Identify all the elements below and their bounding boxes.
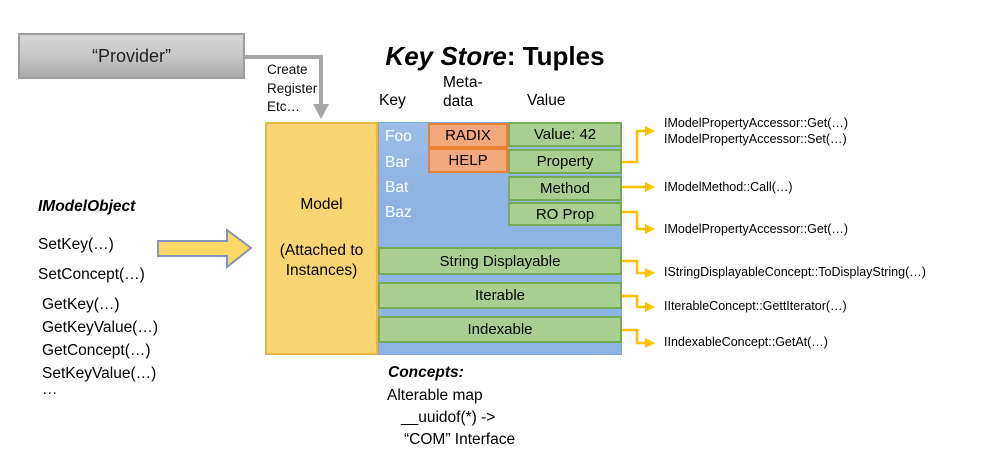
model-box: Model (Attached to Instances): [265, 122, 378, 355]
method-getkey: GetKey(…): [42, 296, 120, 313]
method-setconcept: SetConcept(…): [38, 266, 145, 283]
connector-line: Register: [267, 80, 318, 96]
concepts-note-line: Alterable map: [387, 387, 483, 404]
concepts-heading: Concepts:: [388, 364, 464, 381]
connector-line: Etc…: [267, 99, 301, 114]
concept-bar-string-displayable: String Displayable: [378, 247, 622, 275]
method-getconcept: GetConcept(…): [42, 342, 151, 359]
metadata-cell-help: HELP: [428, 148, 508, 173]
page-title: Key Store: Tuples: [330, 41, 660, 72]
arrow-property-to-accessors: [622, 126, 655, 164]
model-label: Model: [300, 196, 343, 213]
imodelobject-heading: IModelObject: [38, 198, 136, 215]
annotation-roprop-get: IModelPropertyAccessor::Get(…): [664, 222, 849, 236]
annotation-indexable: IIndexableConcept::GetAt(…): [664, 335, 828, 349]
key-cell-bat: Bat: [385, 179, 409, 196]
concepts-note-line: __uuidof(*) ->: [401, 409, 496, 426]
annotation-iterable: IIterableConcept::GettIterator(…): [664, 299, 847, 313]
value-cell-roprop: RO Prop: [508, 202, 622, 226]
annotation-property-accessors: IModelPropertyAccessor::Get(…) IModelPro…: [664, 116, 848, 147]
title-tuples: : Tuples: [506, 41, 605, 71]
create-register-label: Create Register Etc…: [267, 61, 317, 117]
provider-box: “Provider”: [18, 33, 245, 79]
column-header-key: Key: [379, 92, 406, 109]
column-header-value: Value: [527, 92, 566, 109]
imodelobject-to-model-arrow: [157, 228, 253, 270]
title-keystore: Key Store: [385, 41, 507, 71]
annotation-property-get: IModelPropertyAccessor::Get(…): [664, 116, 849, 130]
model-attached-line1: (Attached to: [279, 242, 364, 259]
column-header-metadata: Meta- data: [443, 73, 483, 111]
key-cell-foo: Foo: [385, 128, 412, 145]
method-setkeyvalue: SetKeyValue(…): [42, 365, 157, 382]
provider-label: “Provider”: [91, 45, 171, 66]
concept-bar-iterable: Iterable: [378, 282, 622, 309]
key-cell-bar: Bar: [385, 154, 410, 171]
arrow-indexable: [622, 328, 655, 348]
annotation-method-call: IModelMethod::Call(…): [664, 180, 793, 194]
metadata-cell-radix: RADIX: [428, 123, 508, 148]
metadata-header-line2: data: [443, 93, 474, 110]
value-cell-value42: Value: 42: [508, 122, 622, 147]
method-ellipsis: …: [42, 381, 58, 398]
arrow-iterable: [622, 294, 655, 312]
connector-line: Create: [267, 62, 308, 77]
metadata-header-line1: Meta-: [443, 74, 483, 91]
method-setkey: SetKey(…): [38, 236, 114, 253]
value-cell-method: Method: [508, 176, 622, 201]
arrow-roprop-to-get: [622, 210, 655, 234]
model-attached-line2: Instances): [285, 262, 358, 279]
value-cell-property: Property: [508, 149, 622, 174]
key-cell-baz: Baz: [385, 204, 412, 221]
annotation-string-displayable: IStringDisplayableConcept::ToDisplayStri…: [664, 265, 926, 279]
concepts-note-line: “COM” Interface: [404, 431, 516, 448]
method-getkeyvalue: GetKeyValue(…): [42, 319, 159, 336]
arrow-stringdisplayable: [622, 259, 655, 278]
concept-bar-indexable: Indexable: [378, 316, 622, 343]
annotation-property-set: IModelPropertyAccessor::Set(…): [664, 131, 847, 146]
